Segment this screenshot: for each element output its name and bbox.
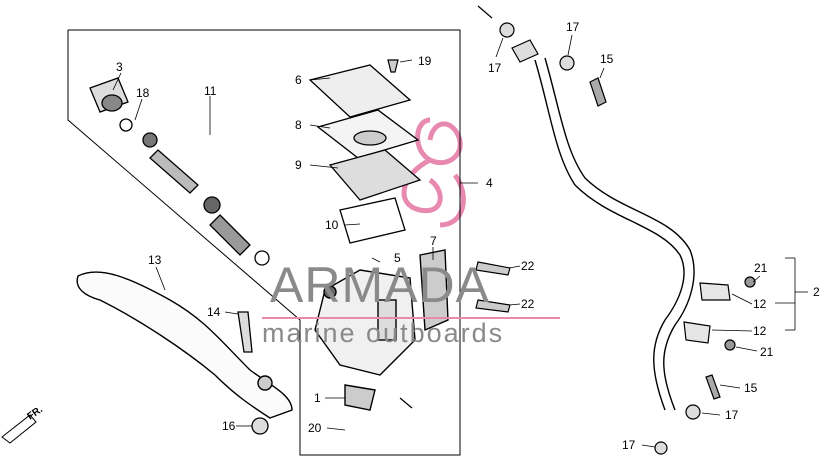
callout-17-bottom-right: 17: [725, 408, 739, 422]
callout-7: 7: [430, 234, 437, 248]
top-arrow-icon: [477, 5, 493, 19]
callout-18: 18: [136, 86, 150, 100]
callout-22-upper: 22: [521, 259, 535, 273]
callout-4: 4: [486, 176, 493, 190]
callout-10: 10: [325, 218, 339, 232]
callout-17-top-right: 17: [566, 20, 580, 34]
callout-1: 1: [314, 391, 321, 405]
watermark-brand: ARMADA: [270, 257, 490, 313]
callout-11: 11: [204, 84, 217, 98]
callout-5: 5: [394, 251, 401, 265]
leader-lines: [112, 34, 808, 448]
arrow-icon: [1, 414, 37, 444]
watermark-tagline: marine outboards: [262, 318, 504, 348]
callout-19: 19: [418, 54, 432, 68]
callout-12-lower: 12: [753, 324, 767, 338]
callout-17-top-left: 17: [488, 61, 502, 75]
pivot-bolt: [237, 311, 269, 435]
reservoir-cap-stack: [308, 64, 422, 244]
front-direction-marker: FR.: [1, 404, 45, 444]
callout-16: 16: [222, 419, 236, 433]
callout-13: 13: [148, 253, 162, 267]
callout-20: 20: [308, 421, 322, 435]
callout-6: 6: [295, 73, 302, 87]
bolts: [387, 59, 511, 313]
callout-22-lower: 22: [521, 297, 535, 311]
callout-15-bottom: 15: [744, 381, 758, 395]
kit-frame: [67, 29, 461, 456]
brake-hose: [534, 57, 695, 411]
callout-15-top: 15: [600, 52, 614, 66]
bottom-arrow-icon: [399, 397, 413, 409]
brake-switches: [683, 276, 756, 351]
callout-3: 3: [116, 60, 123, 74]
brake-lever: [76, 271, 293, 419]
callout-21-lower: 21: [760, 345, 774, 359]
callout-17-bottom-left: 17: [622, 438, 636, 452]
master-cylinder-body: [314, 249, 449, 411]
callout-9: 9: [295, 158, 302, 172]
callout-8: 8: [295, 118, 302, 132]
piston-assembly: [89, 77, 270, 266]
callout-14: 14: [207, 305, 221, 319]
callout-21-upper: 21: [754, 261, 768, 275]
callout-2: 2: [813, 285, 820, 299]
callout-12-upper: 12: [753, 297, 767, 311]
hose-fittings: [499, 22, 721, 455]
